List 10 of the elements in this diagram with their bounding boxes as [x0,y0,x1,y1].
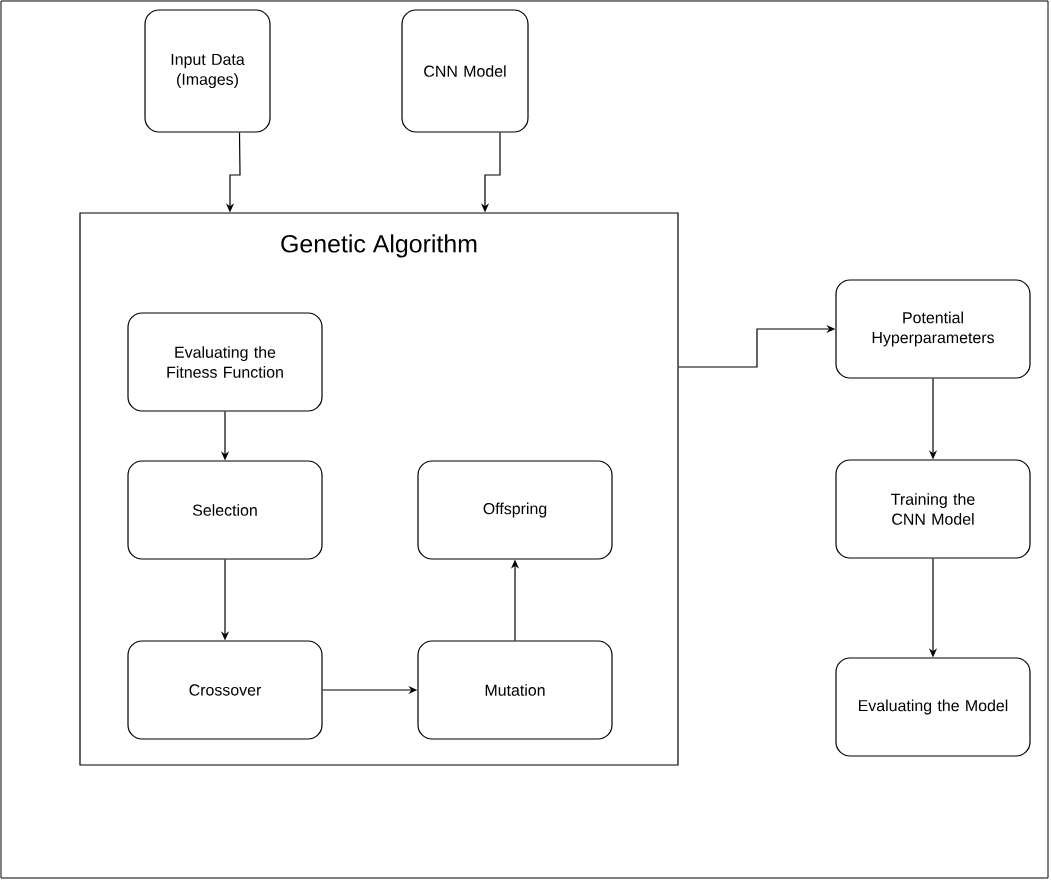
process-box: Selection [127,460,323,560]
process-box: Training the CNN Model [835,459,1031,559]
process-box: Potential Hyperparameters [835,279,1031,379]
process-box: Evaluating the Model [835,657,1031,757]
process-box: Evaluating the Fitness Function [127,312,323,412]
process-box: Crossover [127,640,323,740]
process-box: Offspring [417,460,613,560]
process-box: Input Data (Images) [144,9,271,133]
process-box: CNN Model [401,9,529,133]
process-box: Mutation [417,640,613,740]
